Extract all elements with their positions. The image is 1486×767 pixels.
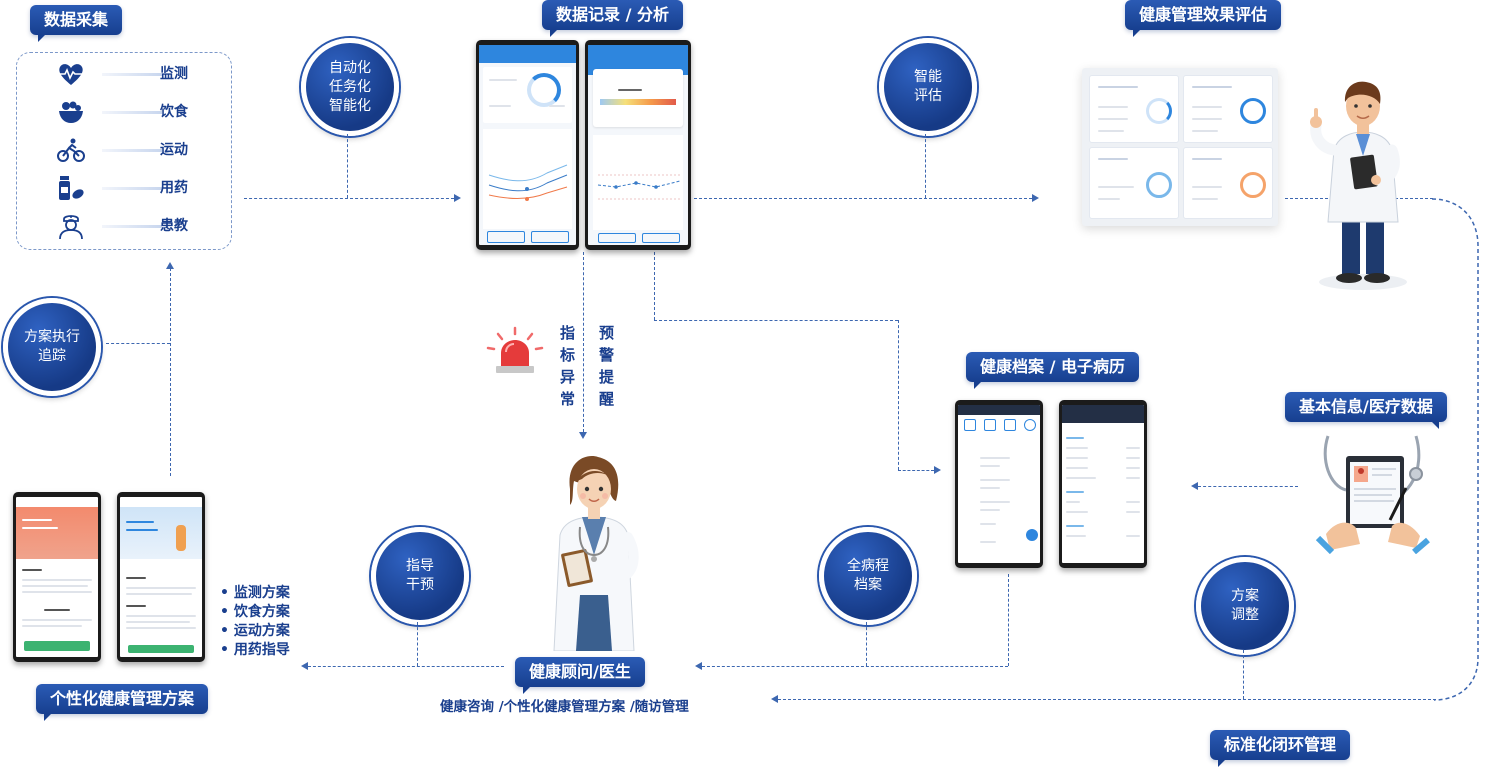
arrow-right-icon [934, 466, 941, 474]
tag-data-record: 数据记录 / 分析 [542, 0, 683, 37]
circle-line: 智能化 [329, 97, 371, 114]
circle-line: 智能 [914, 69, 942, 85]
circle-line: 追踪 [38, 348, 66, 364]
tag-standard-loop: 标准化闭环管理 [1210, 730, 1351, 767]
cycling-icon [57, 138, 85, 162]
consult-services-text: 健康咨询 /个性化健康管理方案 /随访管理 [440, 699, 689, 715]
connector [866, 622, 867, 666]
arrow-left-icon [771, 695, 778, 703]
tag-personal-plan: 个性化健康管理方案 [36, 684, 209, 721]
phone-medical-record [1059, 400, 1147, 568]
eval-card-exercise [1089, 75, 1179, 143]
collect-label: 监测 [160, 66, 188, 82]
alarm-siren-icon [486, 326, 544, 373]
circle-line: 全病程 [847, 558, 889, 574]
collect-item-medicine: 用药 [17, 173, 231, 203]
clipboard-stethoscope-icon [1316, 435, 1430, 554]
connector [1198, 486, 1298, 487]
circle-line: 指导 [406, 558, 434, 574]
eval-card-glucose [1183, 147, 1273, 219]
connector [308, 666, 504, 667]
arrow-right-icon [454, 194, 461, 202]
connector [654, 320, 898, 321]
female-doctor-illustration [553, 456, 639, 651]
circle-automation: 自动化 任务化 智能化 [301, 38, 399, 136]
circle-line: 方案 [1231, 588, 1259, 604]
eval-card-bp [1089, 147, 1179, 219]
phone-blood-pressure [476, 40, 579, 250]
connector [1008, 574, 1009, 666]
arrow-left-icon [301, 662, 308, 670]
connector [583, 252, 584, 432]
collect-label: 饮食 [160, 104, 188, 120]
collect-item-education: 患教 [17, 211, 231, 241]
connector [702, 666, 1008, 667]
collect-item-monitor: 监测 [17, 59, 231, 89]
circle-line: 档案 [854, 577, 882, 593]
circle-smart-eval: 智能 评估 [879, 38, 977, 136]
alert-abnormal-text: 指标异常 [560, 324, 576, 408]
connector [106, 343, 170, 344]
connector [898, 470, 934, 471]
circle-line: 干预 [406, 577, 434, 593]
tag-basic-info: 基本信息/医疗数据 [1285, 392, 1447, 429]
connector [170, 268, 171, 476]
data-collect-panel: 监测 饮食 运动 用药 [16, 52, 232, 250]
connector [925, 134, 926, 198]
connector [417, 622, 418, 666]
food-bowl-icon [59, 101, 83, 123]
circle-line: 调整 [1231, 607, 1259, 623]
circle-full-record: 全病程 档案 [819, 527, 917, 625]
phone-diabetes-monitor-plan [13, 492, 101, 662]
tag-effect-eval: 健康管理效果评估 [1125, 0, 1282, 37]
collect-item-diet: 饮食 [17, 97, 231, 127]
plan-item: 用药指导 [220, 641, 290, 660]
circle-line: 自动化 [329, 59, 371, 76]
connector [347, 134, 348, 198]
circle-line: 评估 [914, 88, 942, 104]
collect-label: 用药 [160, 180, 188, 196]
medicine-icon [59, 176, 84, 200]
connector [244, 198, 454, 199]
plan-item: 运动方案 [220, 622, 290, 641]
alert-warning-text: 预警提醒 [599, 324, 615, 408]
collect-item-exercise: 运动 [17, 135, 231, 165]
arrow-left-icon [1191, 482, 1198, 490]
arrow-right-icon [1032, 194, 1039, 202]
tag-health-record: 健康档案 / 电子病历 [966, 352, 1139, 389]
phone-glucose [585, 40, 691, 250]
tag-data-collect: 数据采集 [30, 5, 123, 42]
eval-dashboard [1082, 68, 1278, 226]
connector [654, 252, 655, 320]
arrow-left-icon [695, 662, 702, 670]
plan-list: 监测方案 饮食方案 运动方案 用药指导 [220, 584, 290, 660]
male-doctor-illustration [1310, 81, 1407, 290]
heart-rate-icon [57, 64, 85, 85]
phone-header [479, 45, 576, 63]
collect-label: 患教 [160, 218, 188, 234]
arrow-down-icon [579, 432, 587, 439]
circle-plan-adjust: 方案 调整 [1196, 557, 1294, 655]
collect-label: 运动 [160, 142, 188, 158]
circle-line: 方案执行 [24, 329, 80, 345]
eval-card-weight [1183, 75, 1273, 143]
circle-plan-tracking: 方案执行 追踪 [3, 298, 101, 396]
connector [898, 320, 899, 470]
tag-consultant: 健康顾问/医生 [515, 657, 645, 694]
loop-connector [1431, 198, 1479, 701]
connector [694, 198, 1032, 199]
plan-item: 监测方案 [220, 584, 290, 603]
connector [1243, 650, 1244, 699]
phone-diabetes-exercise-plan [117, 492, 205, 662]
arrow-up-icon [166, 262, 174, 269]
phone-health-archive [955, 400, 1043, 568]
circle-line: 任务化 [329, 78, 371, 95]
plan-item: 饮食方案 [220, 603, 290, 622]
connector [778, 699, 1436, 700]
nurse-icon [59, 215, 83, 239]
circle-guide: 指导 干预 [371, 527, 469, 625]
